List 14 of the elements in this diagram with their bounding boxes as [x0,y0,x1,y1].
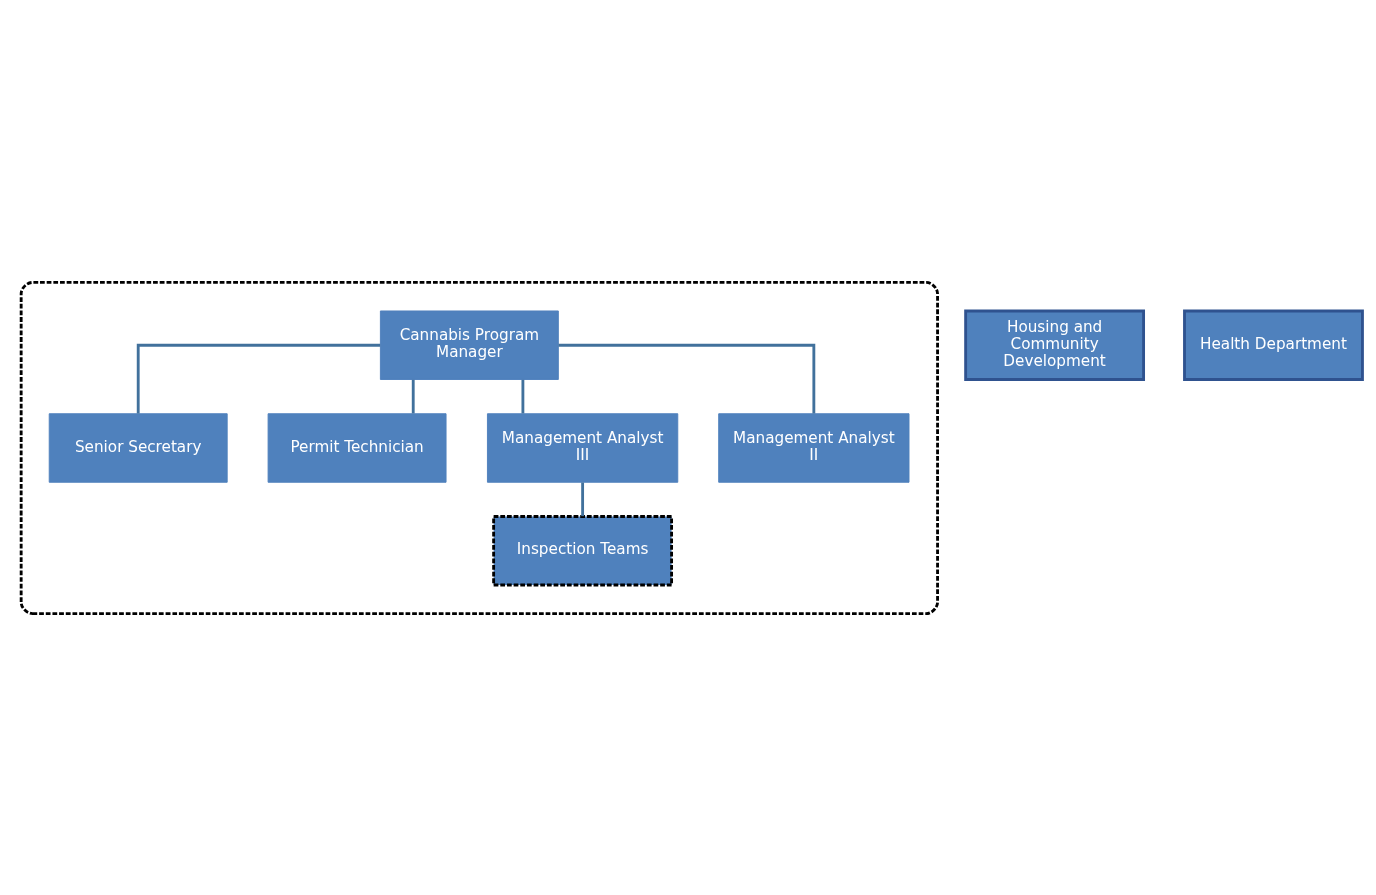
node-box: Senior Secretary [48,412,228,483]
node-box: Management Analyst III [486,412,679,483]
connector [136,343,381,413]
cluster [19,280,939,615]
connector [558,343,816,413]
node-box: Inspection Teams [492,514,673,586]
connector [581,482,585,516]
connector [521,379,525,413]
node-box: Housing and Community Development [964,309,1145,381]
connector [411,379,415,413]
node-box: Management Analyst II [718,412,910,483]
node-box: Health Department [1183,309,1364,381]
node-box: Permit Technician [267,412,447,483]
node-box: Cannabis Program Manager [379,310,559,380]
